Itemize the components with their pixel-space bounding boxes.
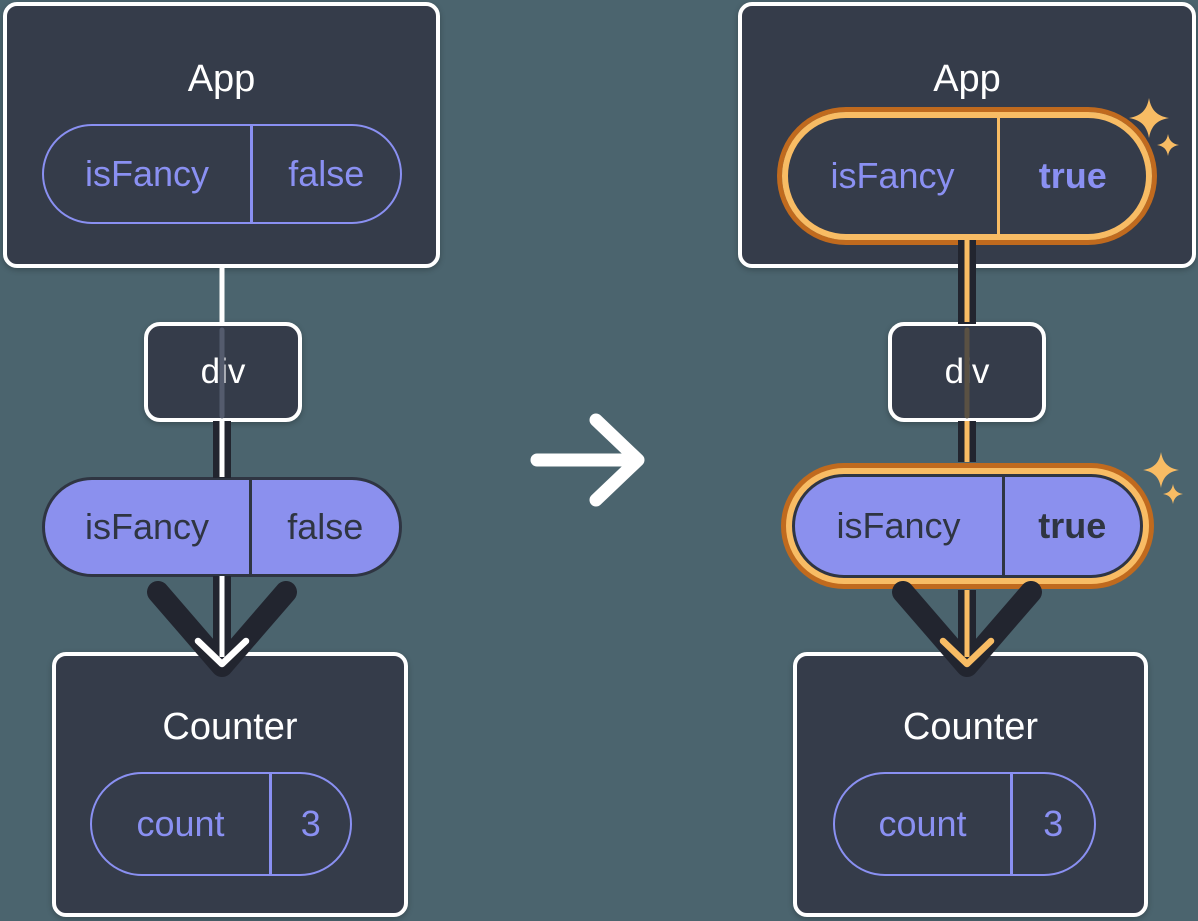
pill-divider (1010, 774, 1013, 874)
after-app-state-pill-highlighted: isFancy true (782, 112, 1152, 240)
prop-name: isFancy (84, 506, 210, 547)
before-div-label: div (200, 352, 246, 391)
state-value: false (288, 153, 365, 194)
after-prop-pill-highlighted: isFancy true (792, 474, 1143, 578)
before-prop-pill: isFancy false (42, 477, 402, 577)
sparkle-icon (1129, 98, 1169, 138)
state-name: isFancy (830, 155, 955, 196)
after-app-title: App (933, 58, 1001, 100)
after-counter-title: Counter (902, 706, 1039, 748)
pill-divider (1002, 477, 1005, 575)
pill-divider (250, 126, 253, 222)
pill-divider (249, 480, 252, 574)
prop-value: false (287, 506, 364, 547)
pill-divider (269, 774, 272, 874)
prop-value: true (1038, 505, 1107, 546)
sparkle-icon (1143, 452, 1179, 488)
before-div-node-box: div (144, 322, 302, 422)
before-app-state-pill: isFancy false (42, 124, 402, 224)
state-value: true (1038, 155, 1107, 196)
state-value: 3 (300, 803, 321, 844)
state-name: count (136, 803, 225, 844)
after-div-label: div (944, 352, 990, 391)
state-value: 3 (1043, 803, 1064, 844)
transform-arrow-icon (530, 413, 645, 507)
before-app-title: App (187, 58, 256, 100)
before-counter-state-pill: count 3 (90, 772, 352, 876)
prop-name: isFancy (836, 505, 961, 546)
state-name: isFancy (84, 153, 210, 194)
sparkle-icon (1157, 134, 1179, 156)
after-div-node-box: div (888, 322, 1046, 422)
sparkle-icon (1163, 484, 1183, 504)
pill-divider (997, 118, 1000, 234)
state-name: count (878, 803, 967, 844)
before-counter-title: Counter (162, 706, 298, 748)
after-counter-state-pill: count 3 (833, 772, 1096, 876)
